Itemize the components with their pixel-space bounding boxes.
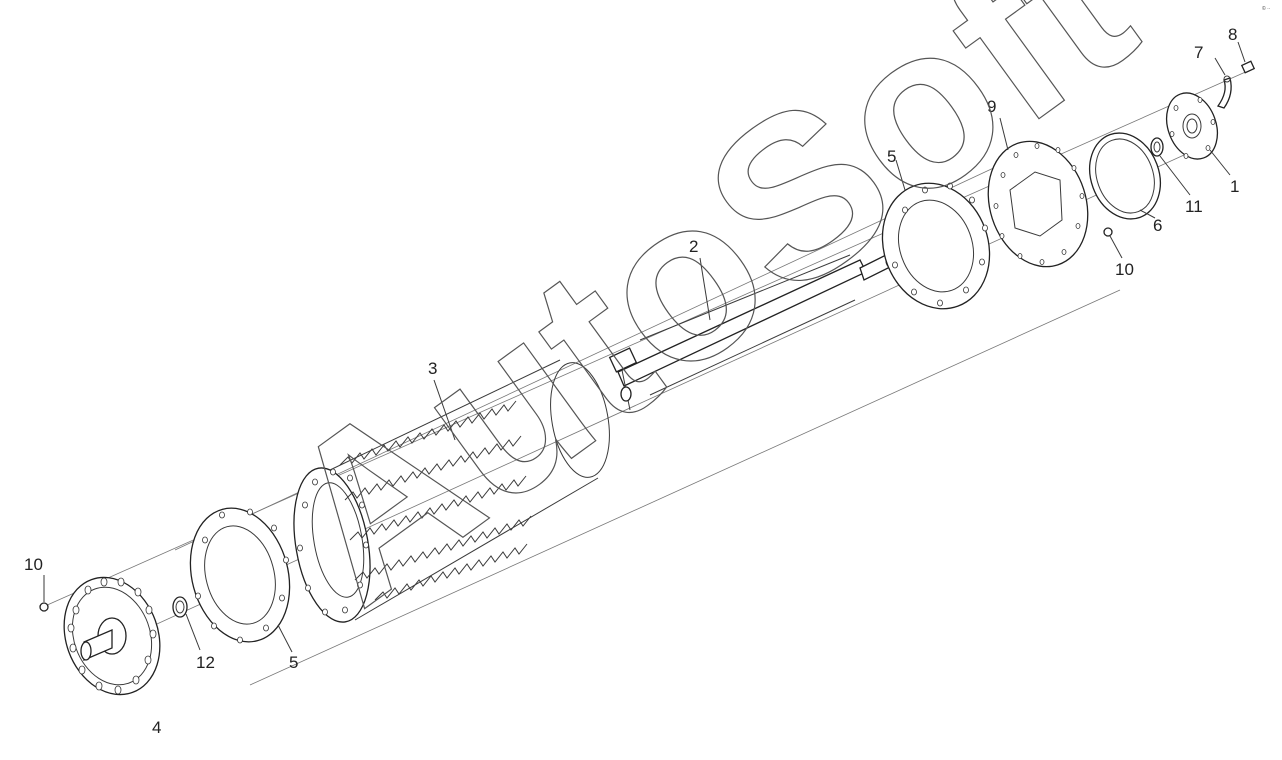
part-bolt-left xyxy=(39,575,49,612)
part-labels: 1 2 3 4 5 5 6 7 8 9 10 10 11 12 xyxy=(24,25,1239,737)
part-gasket-right xyxy=(881,159,991,310)
part-elbow-fitting xyxy=(1214,57,1232,109)
label-part-8: 8 xyxy=(1228,25,1237,44)
label-part-10-right: 10 xyxy=(1115,260,1134,279)
label-part-4: 4 xyxy=(152,718,161,737)
part-toothed-drum xyxy=(293,359,610,623)
label-part-3: 3 xyxy=(428,359,437,378)
label-part-5-left: 5 xyxy=(289,653,298,672)
label-part-6: 6 xyxy=(1153,216,1162,235)
part-thin-ring xyxy=(1089,132,1161,220)
watermark-text: AutoSoft xyxy=(238,0,1174,652)
label-part-12: 12 xyxy=(196,653,215,672)
part-gasket-left xyxy=(189,507,293,653)
label-part-10-left: 10 xyxy=(24,555,43,574)
part-bearing xyxy=(172,596,201,651)
part-end-cap xyxy=(1165,92,1231,176)
corner-mark: © ·· xyxy=(1262,5,1271,12)
part-flange-plate xyxy=(987,117,1089,268)
label-part-1: 1 xyxy=(1230,177,1239,196)
part-nipple xyxy=(1237,41,1256,74)
part-end-plate-with-shaft xyxy=(63,576,161,696)
part-seal xyxy=(1150,137,1191,196)
label-part-2: 2 xyxy=(689,237,698,256)
label-part-9: 9 xyxy=(987,97,996,116)
label-part-11: 11 xyxy=(1185,197,1203,216)
label-part-5-right: 5 xyxy=(887,147,896,166)
part-bolt-right xyxy=(1103,227,1123,259)
label-part-7: 7 xyxy=(1194,43,1203,62)
